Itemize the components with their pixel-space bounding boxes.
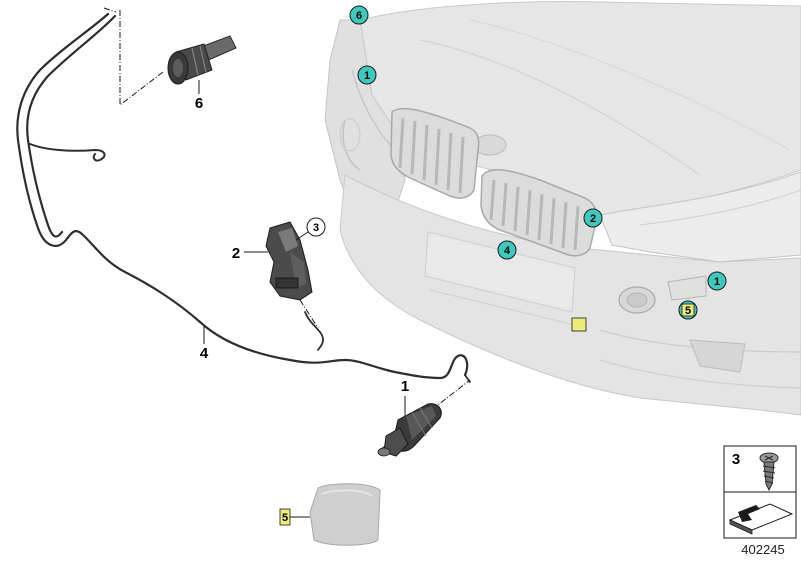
highlight-square[interactable]	[571, 317, 587, 332]
car-markers: 6 1 2 4 1 5	[349, 5, 727, 332]
callout-5[interactable]: 5	[279, 508, 310, 526]
car-front-illustration	[324, 1, 801, 416]
legend-screw-number: 3	[732, 451, 740, 468]
callouts: 6 2 3 4 1 5	[195, 80, 409, 526]
grille-left	[390, 107, 480, 199]
grille-right	[480, 169, 598, 257]
callout-3-label: 3	[313, 222, 319, 234]
marker-1-left-label: 1	[364, 70, 370, 82]
right-headlight	[599, 171, 801, 263]
part-6-connector[interactable]	[167, 35, 237, 85]
marker-1-right[interactable]: 1	[707, 271, 727, 291]
washer-cover-location	[667, 275, 707, 301]
marker-4[interactable]: 4	[497, 240, 517, 260]
marker-6[interactable]: 6	[349, 5, 369, 25]
part-5-cover[interactable]	[309, 483, 381, 546]
callout-5-label: 5	[282, 512, 288, 524]
marker-5[interactable]: 5	[678, 300, 698, 320]
marker-2-label: 2	[590, 213, 596, 225]
marker-1-left[interactable]: 1	[357, 65, 377, 85]
callout-4[interactable]: 4	[200, 345, 209, 362]
marker-6-label: 6	[356, 10, 362, 22]
callout-3[interactable]: 3	[295, 217, 326, 241]
part-2-bracket[interactable]	[265, 221, 313, 301]
washer-hose	[16, 12, 471, 383]
plate-area	[424, 231, 576, 313]
screw-icon	[759, 452, 779, 492]
document-number: 402245	[741, 542, 784, 557]
callout-2[interactable]: 2	[232, 245, 240, 262]
callout-1[interactable]: 1	[401, 378, 409, 395]
part-1-nozzle[interactable]	[377, 403, 442, 457]
marker-1-right-label: 1	[714, 276, 720, 288]
legend-box: 3	[723, 445, 797, 539]
right-air-intake	[689, 339, 746, 373]
panel-arrow-icon	[728, 503, 794, 535]
marker-5-label: 5	[685, 305, 691, 317]
callout-6[interactable]: 6	[195, 95, 203, 112]
marker-2[interactable]: 2	[583, 208, 603, 228]
marker-4-label: 4	[504, 245, 511, 257]
